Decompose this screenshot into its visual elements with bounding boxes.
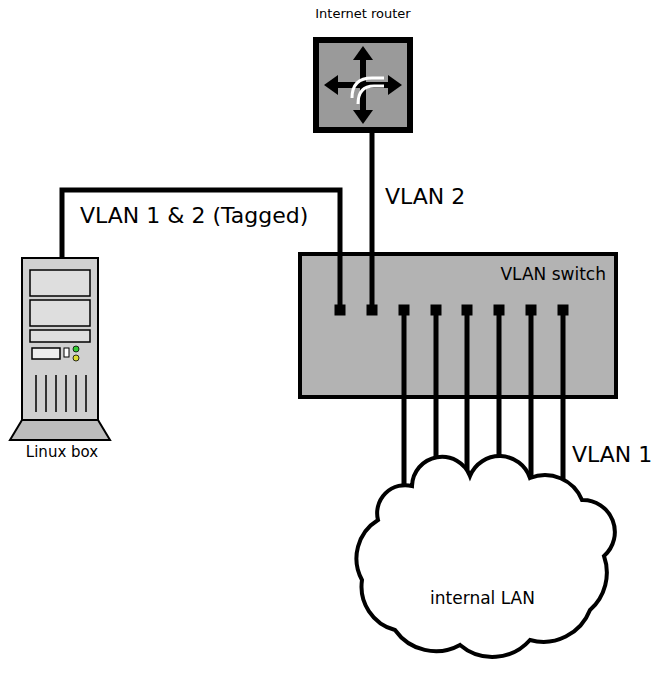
- node-label: VLAN switch: [500, 264, 606, 284]
- vlan-label: VLAN 1 & 2 (Tagged): [80, 203, 308, 229]
- vlan-label: VLAN 2: [385, 184, 465, 210]
- lan-cloud: [356, 456, 614, 657]
- network-cable: [531, 310, 532, 502]
- computer-tower: [10, 258, 110, 440]
- router-node: Internet router: [300, 6, 426, 132]
- router-icon: [316, 40, 410, 130]
- network-cable: [563, 310, 564, 502]
- network-cable: [62, 190, 340, 310]
- cloud-node: internal LAN: [360, 462, 605, 662]
- network-cable: [404, 310, 405, 502]
- switch-node: VLAN switch: [298, 252, 618, 399]
- node-label: Linux box: [26, 443, 98, 461]
- node-label: Internet router: [315, 6, 410, 22]
- switch-body: [300, 254, 616, 397]
- node-label: internal LAN: [430, 588, 535, 608]
- connectors: [62, 130, 563, 502]
- vlan-label: VLAN 1: [572, 442, 652, 468]
- switch-ports: [335, 305, 569, 316]
- computer-node: Linux box: [16, 255, 108, 463]
- network-cable: [372, 130, 373, 310]
